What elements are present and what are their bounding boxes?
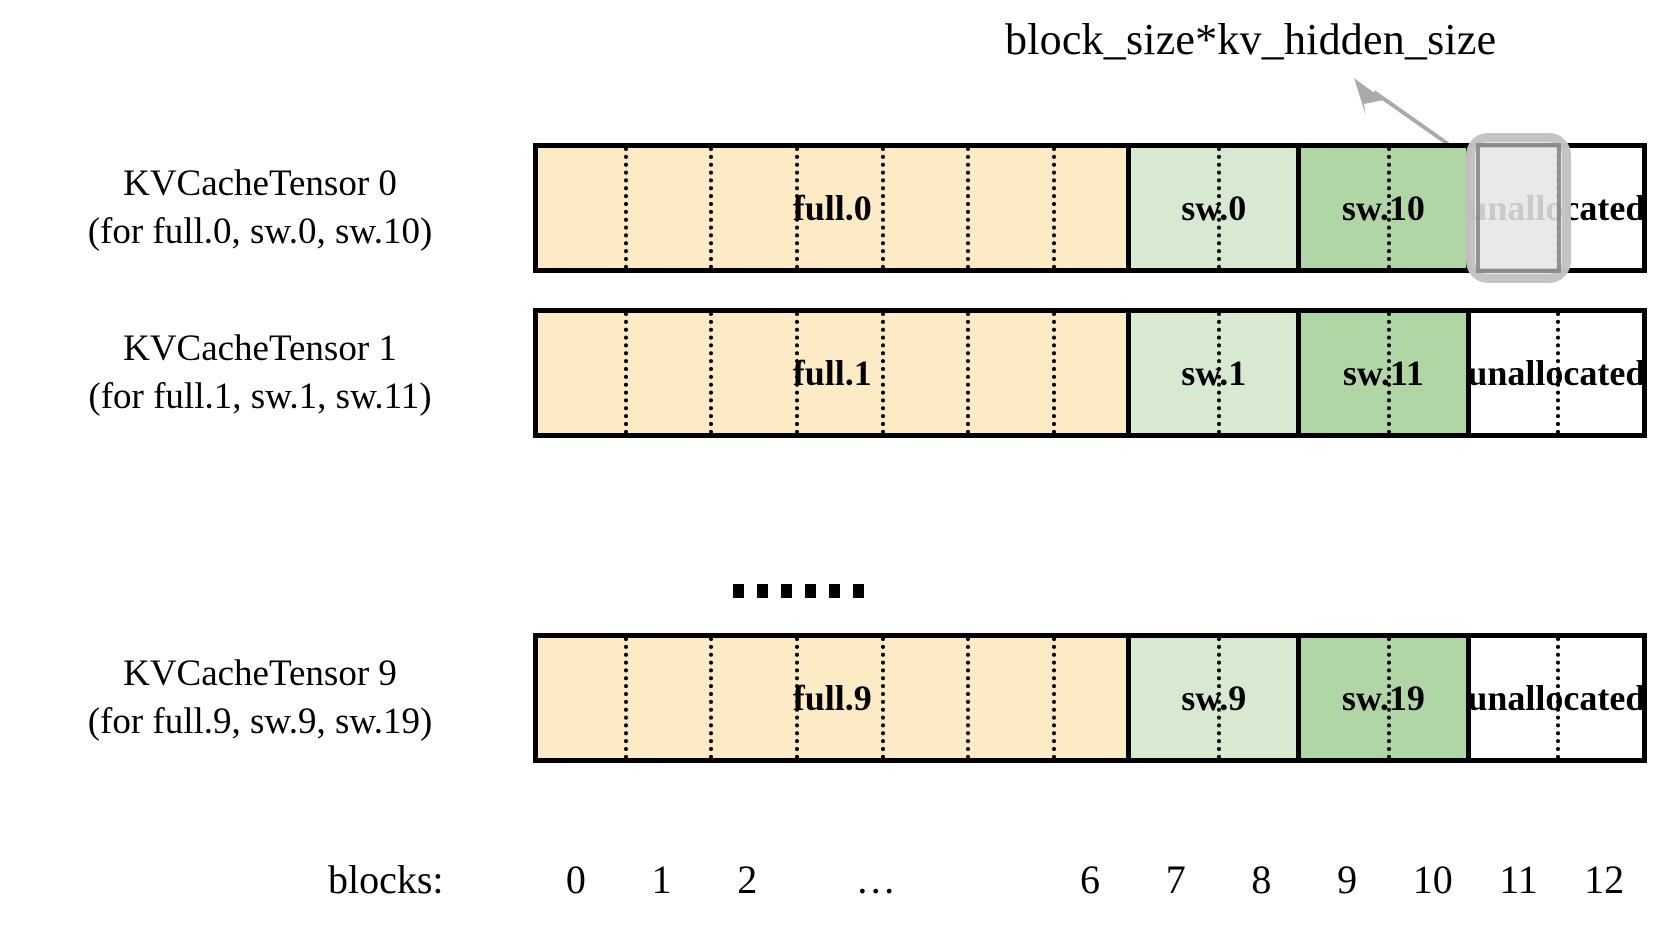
block-divider: [1052, 312, 1057, 434]
block-divider: [1556, 637, 1561, 759]
block-divider: [1556, 312, 1561, 434]
tensor-segment[interactable]: sw.1: [1131, 312, 1302, 434]
block-divider: [966, 637, 971, 759]
tensor-row-label: KVCacheTensor 0 (for full.0, sw.0, sw.10): [25, 160, 495, 256]
tensor-segment[interactable]: unallocated: [1467, 147, 1645, 269]
tensor-segment[interactable]: sw.10: [1301, 147, 1471, 269]
tensor-segment[interactable]: sw.19: [1301, 637, 1471, 759]
block-divider: [795, 637, 800, 759]
block-divider: [623, 147, 628, 269]
axis-tick-9: 9: [1337, 857, 1358, 902]
tensor-row-label: KVCacheTensor 1 (for full.1, sw.1, sw.11): [25, 325, 495, 421]
tensor-segment-label: full.9: [792, 677, 872, 718]
block-divider: [1217, 637, 1222, 759]
block-divider: [966, 312, 971, 434]
axis-tick-1: 1: [651, 857, 672, 902]
block-divider: [966, 147, 971, 269]
tensor-row-label-line1: KVCacheTensor 1: [123, 328, 397, 369]
axis-tick-7: 7: [1165, 857, 1186, 902]
tensor-row-label-line2: (for full.1, sw.1, sw.11): [88, 376, 432, 418]
tensor-segment[interactable]: sw.9: [1131, 637, 1302, 759]
block-divider: [1217, 147, 1222, 269]
block-divider: [1386, 312, 1391, 434]
tensor-segment-label: sw.11: [1342, 352, 1424, 393]
tensor-segment[interactable]: full.1: [538, 312, 1132, 434]
tensor-row-label-line1: KVCacheTensor 9: [123, 653, 397, 694]
tensor-row-label: KVCacheTensor 9 (for full.9, sw.9, sw.19): [25, 650, 495, 746]
tensor-bar: full.0 sw.0 sw.10 unallocated: [533, 143, 1647, 273]
tensor-segment[interactable]: unallocated: [1467, 312, 1645, 434]
tensor-segment[interactable]: unallocated: [1467, 637, 1645, 759]
block-divider: [795, 312, 800, 434]
block-divider: [1052, 147, 1057, 269]
ellipsis-dots: [733, 584, 864, 598]
tensor-segment[interactable]: sw.11: [1301, 312, 1471, 434]
block-divider: [623, 312, 628, 434]
tensor-segment-label: sw.9: [1181, 677, 1247, 718]
axis-caption-blocks: blocks:: [328, 857, 444, 902]
tensor-row-label-line2: (for full.9, sw.9, sw.19): [87, 701, 433, 743]
axis-tick-8: 8: [1251, 857, 1272, 902]
tensor-segment-label: sw.0: [1181, 187, 1247, 228]
block-divider: [709, 147, 714, 269]
block-divider: [880, 312, 885, 434]
block-divider: [1386, 147, 1391, 269]
block-divider: [1386, 637, 1391, 759]
tensor-segment-label: sw.10: [1341, 187, 1425, 228]
axis-tick-0: 0: [565, 857, 586, 902]
block-divider: [709, 637, 714, 759]
tensor-bar: full.1 sw.1 sw.11 unallocated: [533, 308, 1647, 438]
callout-label-block-size: block_size*kv_hidden_size: [1005, 15, 1497, 64]
tensor-row-label-line2: (for full.0, sw.0, sw.10): [87, 211, 433, 253]
axis-tick-10: 10: [1412, 857, 1453, 902]
tensor-segment[interactable]: sw.0: [1131, 147, 1302, 269]
tensor-segment[interactable]: full.9: [538, 637, 1132, 759]
block-divider: [1217, 312, 1222, 434]
block-divider: [880, 147, 885, 269]
tensor-segment-label: full.0: [792, 187, 872, 228]
tensor-row-label-line1: KVCacheTensor 0: [123, 163, 397, 204]
axis-tick-12: 12: [1584, 857, 1625, 902]
block-divider: [709, 312, 714, 434]
callout-arrow-icon: [1354, 78, 1450, 146]
axis-tick-6: 6: [1080, 857, 1100, 902]
tensor-segment-label: sw.1: [1181, 352, 1247, 393]
axis-tick-…: …: [855, 857, 896, 902]
block-divider: [1556, 147, 1561, 269]
tensor-segment-label: full.1: [792, 352, 872, 393]
axis-tick-11: 11: [1499, 857, 1538, 902]
axis-tick-2: 2: [737, 857, 758, 902]
tensor-segment-label: sw.19: [1341, 677, 1425, 718]
tensor-bar: full.9 sw.9 sw.19 unallocated: [533, 633, 1647, 763]
block-divider: [795, 147, 800, 269]
block-divider: [1052, 637, 1057, 759]
block-divider: [623, 637, 628, 759]
tensor-segment[interactable]: full.0: [538, 147, 1132, 269]
block-divider: [880, 637, 885, 759]
